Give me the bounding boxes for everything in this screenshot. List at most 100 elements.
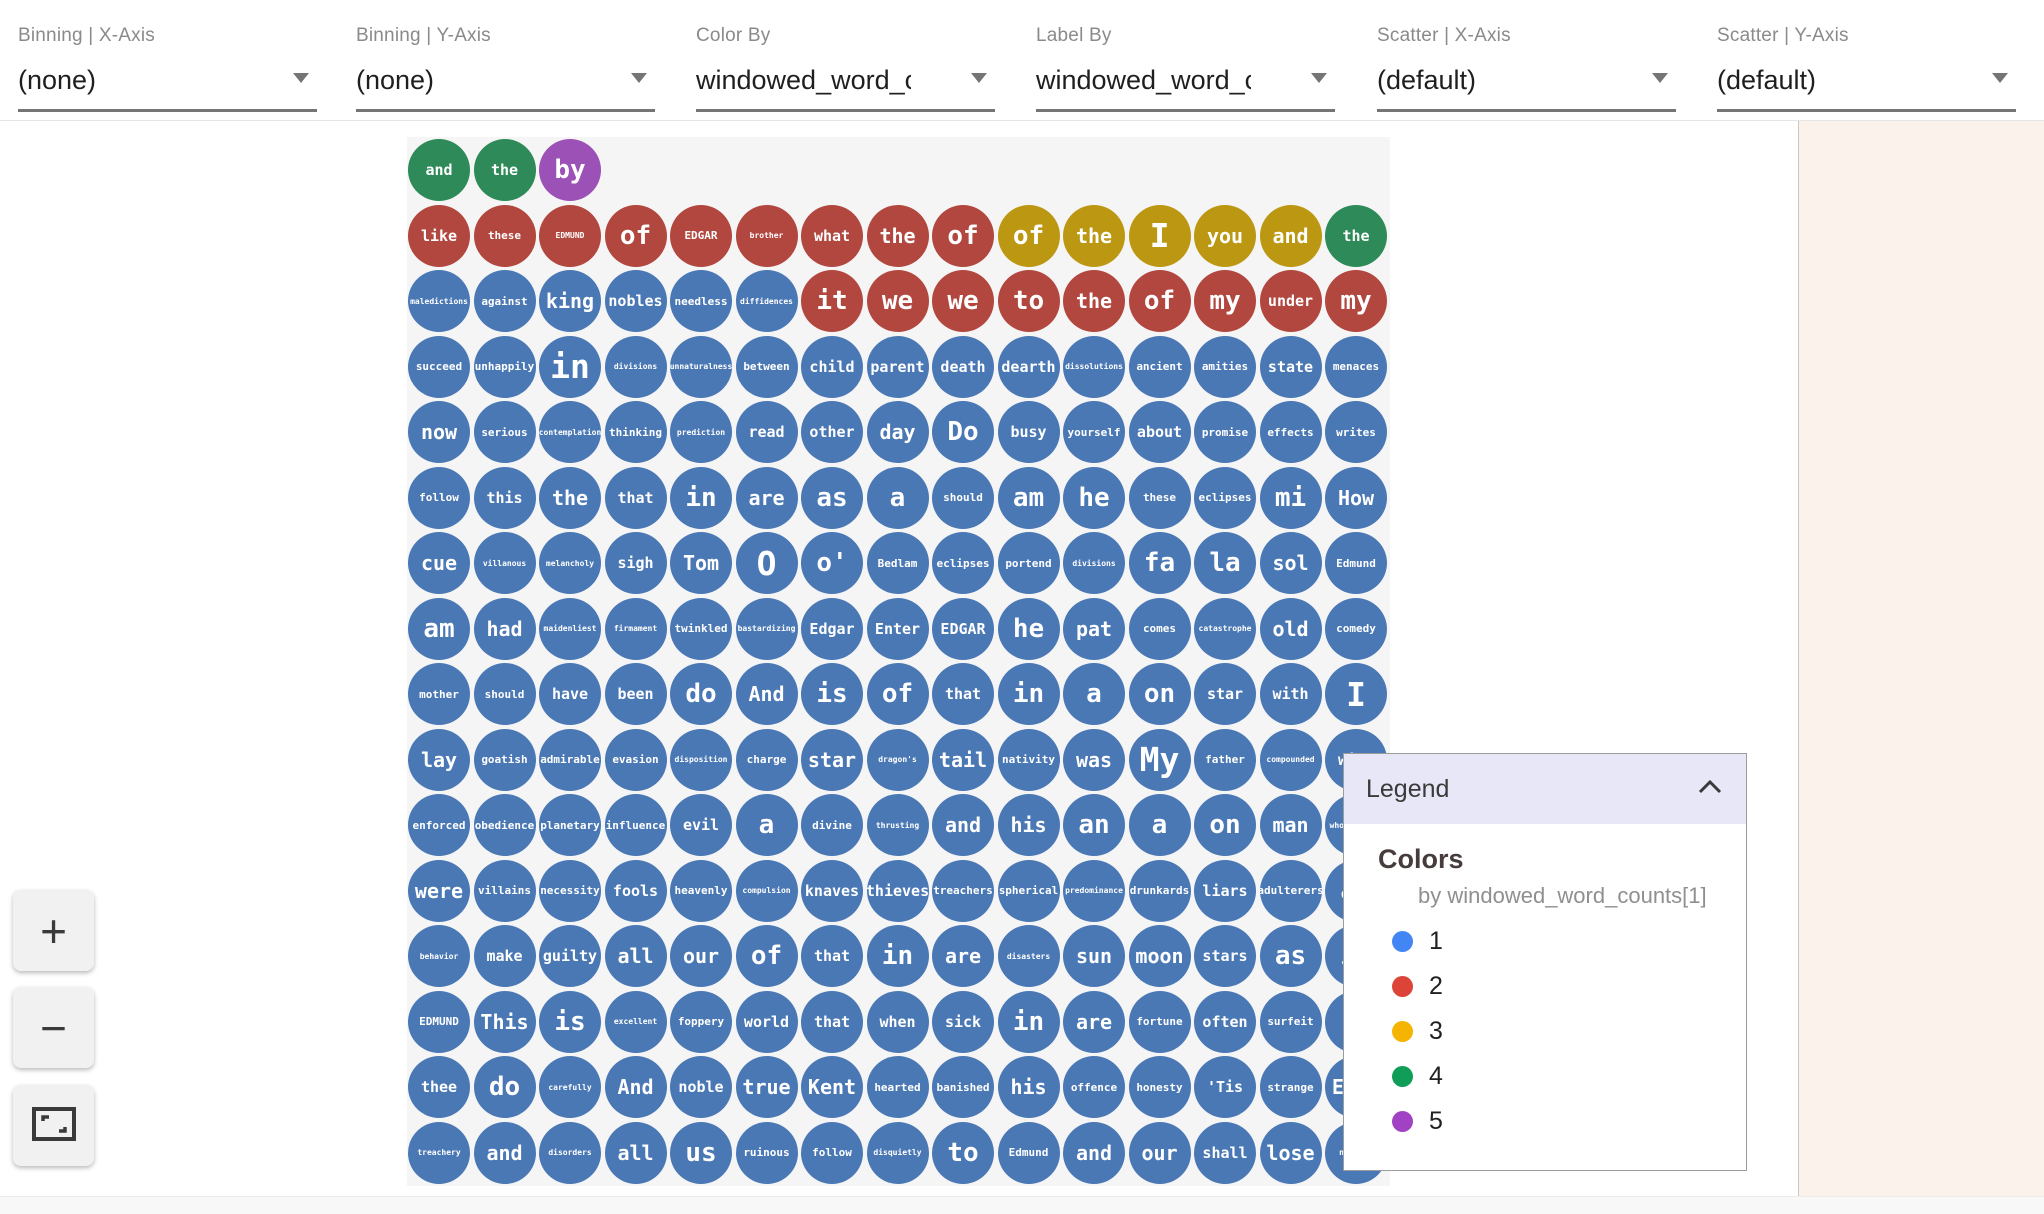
word-circle[interactable]: compulsion — [735, 859, 798, 922]
word-circle[interactable]: honesty — [1128, 1056, 1191, 1118]
word-circle[interactable]: and — [932, 794, 994, 856]
word-circle[interactable]: about — [1128, 401, 1191, 463]
word-circle[interactable]: should — [473, 663, 536, 725]
word-circle[interactable]: compounded — [1259, 728, 1322, 791]
word-circle[interactable]: tail — [932, 728, 994, 791]
word-circle[interactable]: sick — [932, 990, 994, 1053]
word-circle[interactable]: carefully — [539, 1056, 601, 1118]
word-circle[interactable]: amities — [1194, 335, 1256, 398]
word-circle[interactable]: world — [735, 990, 798, 1053]
word-circle[interactable]: was — [1063, 728, 1125, 791]
word-circle[interactable]: guilty — [539, 925, 601, 987]
word-circle[interactable]: nativity — [997, 728, 1060, 791]
word-circle[interactable]: o' — [801, 532, 863, 594]
word-circle[interactable]: had — [473, 597, 536, 660]
word-circle[interactable]: nobles — [604, 270, 667, 332]
word-circle[interactable]: man — [1259, 794, 1322, 856]
word-circle[interactable]: prediction — [670, 401, 732, 463]
word-circle[interactable]: a — [1128, 794, 1191, 856]
word-circle[interactable]: promise — [1194, 401, 1256, 463]
word-circle[interactable]: excellent — [604, 990, 667, 1053]
word-circle[interactable]: is — [539, 990, 601, 1053]
word-circle[interactable]: death — [932, 335, 994, 398]
word-circle[interactable]: in — [539, 335, 601, 398]
word-circle[interactable]: fools — [604, 859, 667, 922]
word-circle[interactable]: and — [1259, 204, 1322, 267]
word-circle[interactable]: writes — [1325, 401, 1387, 463]
chevron-up-icon[interactable] — [1696, 778, 1724, 801]
word-circle[interactable]: that — [801, 990, 863, 1053]
word-circle[interactable]: thieves — [866, 859, 929, 922]
word-circle[interactable]: evasion — [604, 728, 667, 791]
word-circle[interactable]: hearted — [866, 1056, 929, 1118]
word-circle[interactable]: divine — [801, 794, 863, 856]
word-circle[interactable]: father — [1194, 728, 1256, 791]
word-circle[interactable]: dragon's — [866, 728, 929, 791]
word-circle[interactable]: fortune — [1128, 990, 1191, 1053]
word-circle[interactable]: this — [473, 466, 536, 529]
legend-header[interactable]: Legend — [1344, 754, 1746, 824]
word-circle[interactable]: we — [932, 270, 994, 332]
word-circle[interactable]: is — [801, 663, 863, 725]
word-circle[interactable]: in — [866, 925, 929, 987]
word-circle[interactable]: comedy — [1325, 597, 1387, 660]
word-circle[interactable]: Do — [932, 401, 994, 463]
word-circle[interactable]: he — [997, 597, 1060, 660]
word-circle[interactable]: you — [1194, 204, 1256, 267]
word-circle[interactable]: the — [1063, 270, 1125, 332]
zoom-out-button[interactable]: − — [13, 987, 94, 1068]
word-circle[interactable]: sun — [1063, 925, 1125, 987]
word-circle[interactable]: evil — [670, 794, 732, 856]
word-circle[interactable]: planetary — [539, 794, 601, 856]
word-circle[interactable]: his — [997, 794, 1060, 856]
word-circle[interactable]: in — [997, 663, 1060, 725]
word-circle[interactable]: of — [997, 204, 1060, 267]
word-circle[interactable]: portend — [997, 532, 1060, 594]
word-circle[interactable]: our — [1128, 1121, 1191, 1184]
word-circle[interactable]: am — [408, 597, 470, 660]
word-circle[interactable]: in — [670, 466, 732, 529]
word-circle[interactable]: comes — [1128, 597, 1191, 660]
word-circle[interactable]: strange — [1259, 1056, 1322, 1118]
word-circle[interactable]: pat — [1063, 597, 1125, 660]
word-circle[interactable]: serious — [473, 401, 536, 463]
word-circle[interactable]: Enter — [866, 597, 929, 660]
word-circle[interactable]: I — [1128, 204, 1191, 267]
dropdown-scatter-x-axis[interactable]: Scatter | X-Axis (default) — [1377, 0, 1676, 112]
word-circle[interactable]: enforced — [408, 794, 470, 856]
word-circle[interactable]: of — [604, 204, 667, 267]
word-circle[interactable]: ancient — [1128, 335, 1191, 398]
word-circle[interactable]: O — [735, 532, 798, 594]
word-circle[interactable]: catastrophe — [1194, 597, 1256, 660]
word-circle[interactable]: do — [670, 663, 732, 725]
word-circle[interactable]: and — [408, 139, 470, 201]
word-circle[interactable]: child — [801, 335, 863, 398]
word-circle[interactable]: my — [1325, 270, 1387, 332]
word-circle[interactable]: EDMUND — [408, 990, 470, 1053]
word-circle[interactable]: bastardizing — [735, 597, 798, 660]
word-circle[interactable]: disorders — [539, 1121, 601, 1184]
word-circle[interactable]: that — [801, 925, 863, 987]
word-circle[interactable]: mi — [1259, 466, 1322, 529]
word-circle[interactable]: these — [1128, 466, 1191, 529]
word-circle[interactable]: eclipses — [932, 532, 994, 594]
word-circle[interactable]: disasters — [997, 925, 1060, 987]
word-circle[interactable]: to — [997, 270, 1060, 332]
word-circle[interactable]: of — [932, 204, 994, 267]
word-circle[interactable]: on — [1194, 794, 1256, 856]
word-circle[interactable]: in — [997, 990, 1060, 1053]
word-circle[interactable]: firmament — [604, 597, 667, 660]
word-circle[interactable]: EDMUND — [539, 204, 601, 267]
word-circle[interactable]: the — [539, 466, 601, 529]
word-circle[interactable]: Edgar — [801, 597, 863, 660]
word-circle[interactable]: lose — [1259, 1121, 1322, 1184]
word-circle[interactable]: twinkled — [670, 597, 732, 660]
word-circle[interactable]: of — [1128, 270, 1191, 332]
word-circle[interactable]: spherical — [997, 859, 1060, 922]
word-circle[interactable]: star — [1194, 663, 1256, 725]
word-circle[interactable]: thrusting — [866, 794, 929, 856]
word-circle[interactable]: he — [1063, 466, 1125, 529]
word-circle[interactable]: and — [473, 1121, 536, 1184]
word-circle[interactable]: mother — [408, 663, 470, 725]
word-circle[interactable]: maledictions — [408, 270, 470, 332]
